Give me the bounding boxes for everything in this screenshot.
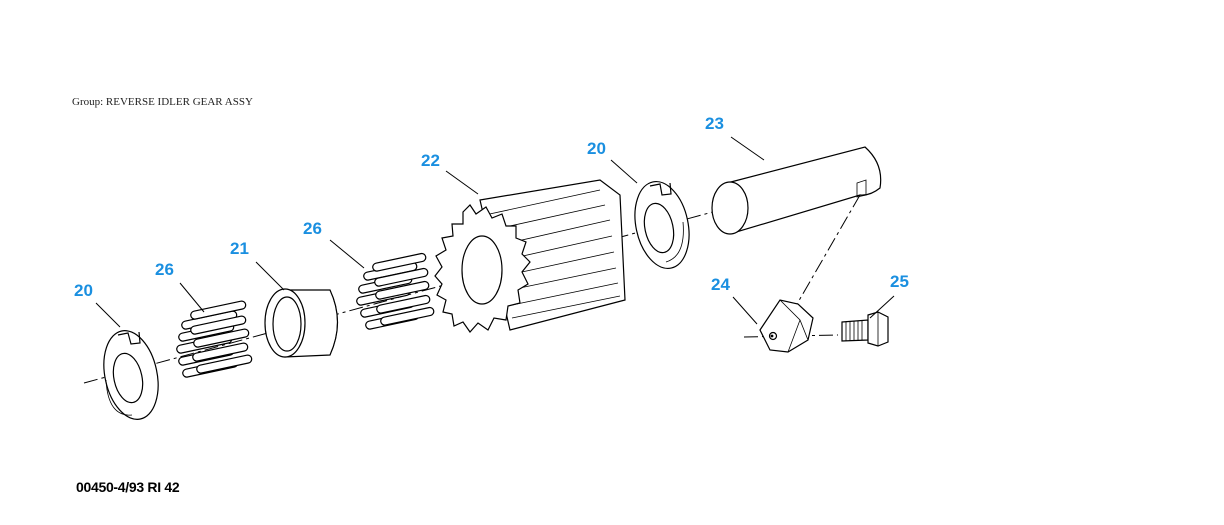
callout-rollers-left: 26: [155, 260, 174, 279]
bushing: [264, 288, 339, 358]
callout-washer-left: 20: [74, 281, 93, 300]
lock-plate: [759, 299, 814, 353]
callout-gear: 22: [421, 151, 440, 170]
roller-bearing-left: [176, 300, 253, 378]
reference-code: 00450-4/93 RI 42: [76, 479, 180, 495]
thrust-washer-left: [103, 330, 159, 420]
helical-gear: [434, 179, 626, 333]
callout-rollers-right: 26: [303, 219, 322, 238]
group-title: Group: REVERSE IDLER GEAR ASSY: [72, 96, 253, 108]
roller-bearing-right: [356, 252, 435, 330]
leader-lines: [95, 136, 895, 328]
callout-bolt: 25: [890, 272, 909, 291]
callout-shaft: 23: [705, 114, 724, 133]
shaft: [711, 146, 882, 235]
hex-bolt: [841, 311, 889, 347]
callout-bushing: 21: [230, 239, 249, 258]
callout-lock-plate: 24: [711, 275, 730, 294]
callout-washer-right: 20: [587, 139, 606, 158]
thrust-washer-right: [634, 181, 690, 269]
